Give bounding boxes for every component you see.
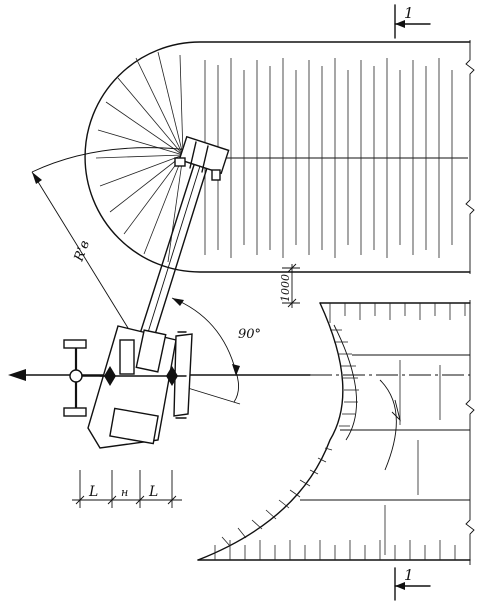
dim-right-label: L	[148, 484, 158, 500]
dim-left-label: L	[88, 484, 98, 500]
crane-body	[87, 325, 193, 449]
section-marker-top: 1	[394, 4, 431, 39]
crane-boom	[137, 135, 230, 345]
section-label-bottom: 1	[404, 566, 414, 584]
track-dimensions: L н L	[72, 470, 182, 508]
section-marker-bottom: 1	[394, 566, 431, 601]
trench-hatching	[221, 329, 359, 547]
clearance-label: 1000	[279, 274, 292, 302]
radius-label: R'в	[71, 239, 93, 265]
upper-building	[84, 40, 475, 274]
lower-building	[197, 300, 475, 565]
clearance-dimension: 1000	[279, 263, 300, 308]
angle-label: 90°	[238, 327, 261, 342]
dim-middle-label: н	[121, 486, 128, 499]
section-label-top: 1	[404, 4, 414, 22]
crane-outrigger	[63, 339, 105, 417]
radial-hatching	[95, 51, 184, 263]
